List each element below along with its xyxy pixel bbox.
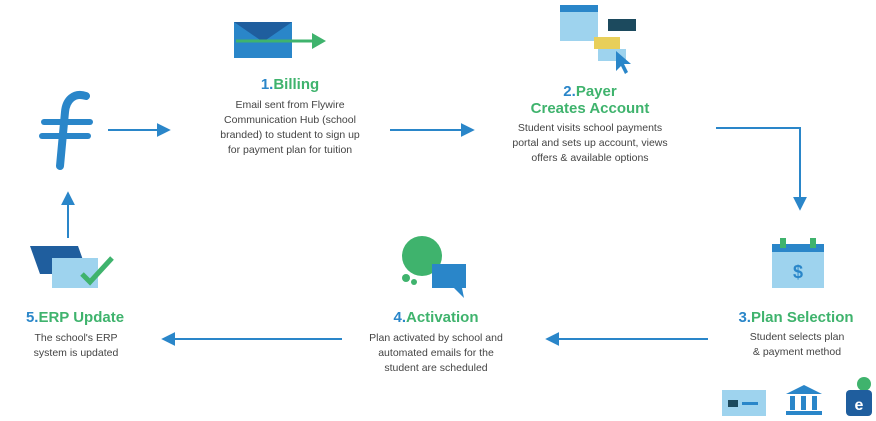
card-icon bbox=[722, 390, 766, 416]
chat-bubbles-icon bbox=[398, 234, 470, 298]
bank-icon bbox=[784, 384, 824, 416]
step-2-title: 2.Payer Creates Account bbox=[530, 83, 650, 117]
svg-text:$: $ bbox=[793, 262, 803, 282]
step-1-title: 1.Billing bbox=[260, 76, 320, 93]
erp-checkmark-icon bbox=[30, 244, 116, 290]
step-5-title: 5.ERP Update bbox=[25, 309, 125, 326]
step-3-description: Student selects plan& payment method bbox=[749, 331, 845, 358]
calendar-dollar-icon: $ bbox=[770, 236, 826, 288]
e-wallet-icon: e bbox=[842, 376, 874, 416]
arrow-payer-to-plan bbox=[716, 127, 807, 211]
portal-windows-cursor-icon bbox=[560, 5, 640, 75]
step-4-title: 4.Activation bbox=[393, 309, 479, 326]
step-3-title: 3.Plan Selection bbox=[738, 309, 854, 326]
email-envelope-icon bbox=[234, 22, 326, 60]
flywire-logo-icon bbox=[34, 86, 106, 176]
svg-text:e: e bbox=[855, 397, 864, 414]
